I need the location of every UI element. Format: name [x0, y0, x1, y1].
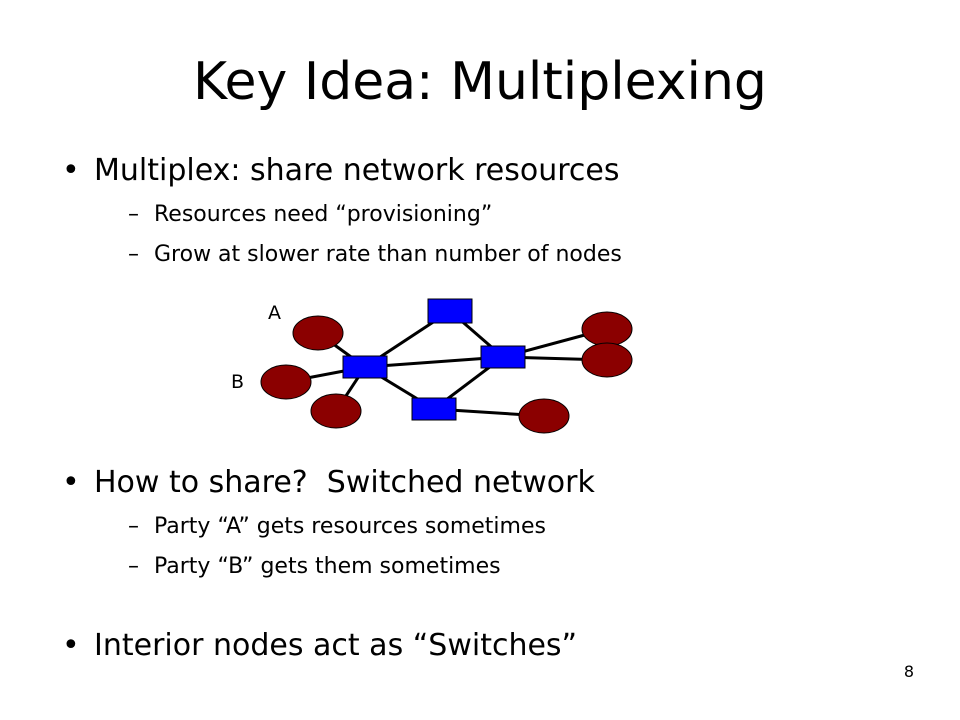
host-node	[310, 393, 362, 429]
bullet-text: Interior nodes act as “Switches”	[94, 628, 578, 663]
sub-bullet-text: Party “A” gets resources sometimes	[154, 514, 546, 539]
label-b: B	[231, 371, 244, 393]
dash: –	[128, 554, 139, 579]
label-a: A	[268, 302, 281, 324]
switch-node	[480, 345, 526, 369]
bullet-multiplex: • Multiplex: share network resources	[62, 152, 619, 190]
sub-bullet-grow: –Grow at slower rate than number of node…	[128, 240, 622, 270]
link	[364, 355, 504, 369]
host-node	[581, 311, 633, 347]
bullet-dot: •	[62, 628, 80, 663]
bullet-text: Multiplex: share network resources	[94, 153, 620, 188]
dash: –	[128, 242, 139, 267]
sub-bullet-text: Resources need “provisioning”	[154, 202, 493, 227]
switch-node	[342, 355, 388, 379]
host-node	[581, 342, 633, 378]
host-node	[518, 398, 570, 434]
switch-node	[427, 298, 473, 324]
sub-bullet-text: Grow at slower rate than number of nodes	[154, 242, 622, 267]
switch-node	[411, 397, 457, 421]
host-node-b	[260, 364, 312, 400]
bullet-interior-nodes: • Interior nodes act as “Switches”	[62, 627, 577, 665]
sub-bullet-text: Party “B” gets them sometimes	[154, 554, 501, 579]
bullet-text: How to share? Switched network	[94, 465, 595, 500]
sub-bullet-party-a: –Party “A” gets resources sometimes	[128, 512, 546, 542]
bullet-dot: •	[62, 465, 80, 500]
dash: –	[128, 514, 139, 539]
dash: –	[128, 202, 139, 227]
sub-bullet-provisioning: –Resources need “provisioning”	[128, 200, 492, 230]
page-number: 8	[903, 662, 914, 681]
sub-bullet-party-b: –Party “B” gets them sometimes	[128, 552, 501, 582]
bullet-dot: •	[62, 153, 80, 188]
bullet-how-to-share: • How to share? Switched network	[62, 464, 595, 502]
host-node-a	[292, 315, 344, 351]
slide-title: Key Idea: Multiplexing	[193, 52, 767, 112]
